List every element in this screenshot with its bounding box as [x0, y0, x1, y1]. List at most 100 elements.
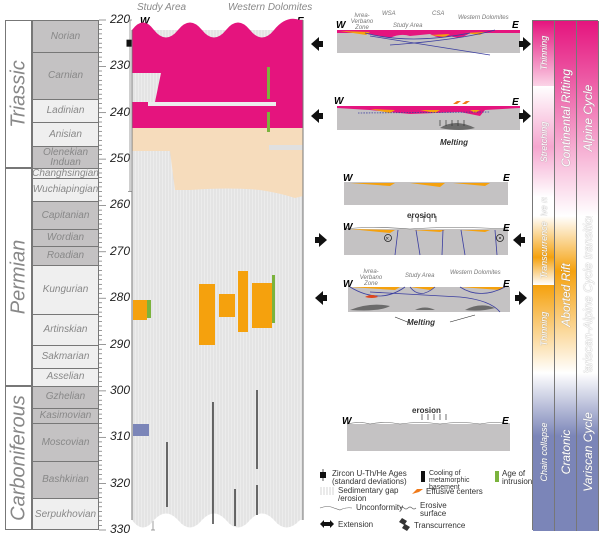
stage-wordian: Wordian	[32, 229, 99, 247]
cross-section-3	[344, 182, 508, 205]
erosive-surface-legend-icon	[399, 506, 417, 510]
intrusion-bar	[267, 112, 270, 132]
zircon-age-0	[126, 19, 134, 192]
phase-thinning: Thinning	[533, 285, 555, 374]
section-2-melting-label: Melting	[440, 138, 468, 147]
age-tick-label: 230	[110, 58, 131, 73]
extension-arrow-left-2	[311, 109, 323, 123]
cross-section-2	[337, 106, 520, 130]
age-tick-label: 250	[110, 151, 131, 166]
gap-wedge	[132, 73, 161, 102]
period-permian: Permian	[5, 168, 32, 386]
age-tick-label: 260	[110, 197, 131, 212]
section-5-w: W	[343, 279, 353, 290]
stage-capitanian: Capitanian	[32, 201, 99, 230]
column-w-label: W	[140, 16, 150, 27]
legend-cooling-label: Cooling of metamorphic basement	[429, 470, 470, 491]
intrusion-bar	[147, 300, 151, 318]
phase-transcurrence: Transcurrence	[533, 215, 555, 286]
cross-section-1	[337, 29, 520, 56]
stress-arrows	[311, 37, 531, 305]
phase-variscan-alpine-cycle-transition: Variscan-Alpine Cycle transition	[577, 215, 599, 374]
age-tick-label: 270	[110, 243, 131, 258]
legend: Zircon U-Th/He Ages (standard deviations…	[318, 466, 536, 542]
phase-cratonic: Cratonic	[555, 373, 577, 531]
gap-legend-icon	[320, 487, 334, 495]
phase-label: Thinning	[538, 36, 549, 71]
age-tick-label: 310	[110, 429, 131, 444]
intrusion-legend-icon	[495, 471, 499, 482]
cross-section-5	[348, 286, 510, 324]
extension-arrow-left-3	[315, 291, 327, 305]
section-1-wsa-label: WSA	[382, 11, 396, 17]
phase-alpine-cycle: Alpine Cycle	[577, 21, 599, 216]
magenta-unit	[132, 18, 303, 128]
age-tick-label: 280	[110, 290, 131, 305]
gap-band-2	[269, 145, 303, 150]
section-3-w: W	[343, 173, 353, 184]
effusive-center-icons	[453, 101, 470, 104]
cross-section-4: ×	[343, 227, 509, 256]
stage-moscovian: Moscovian	[32, 423, 99, 462]
phase-label: Aborted Rift	[558, 262, 573, 327]
geologic-column	[131, 18, 304, 528]
volcanic-unit	[252, 283, 272, 328]
period-carboniferous: Carboniferous	[5, 385, 32, 530]
section-5-study-area-label: Study Area	[405, 273, 435, 279]
stage-sakmarian: Sakmarian	[32, 345, 99, 368]
phase-continental-rifting: Continental Rifting	[555, 21, 577, 216]
section-1-study-area-label: Study Area	[393, 23, 423, 29]
age-ticks	[99, 19, 106, 531]
legend-effusive-label: Effusive centers	[426, 487, 483, 496]
section-6-e: E	[502, 416, 509, 427]
section-5-e: E	[503, 279, 510, 290]
stage-ladinian: Ladinian	[32, 98, 99, 122]
phase-label: Stretching	[538, 121, 549, 162]
cross-sections: ×	[337, 29, 520, 451]
stage-wuchiapingian: Wuchiapingian	[32, 178, 99, 202]
phase-label: Thinning	[538, 312, 549, 347]
period-triassic: Triassic	[5, 20, 32, 169]
volcanic-unit	[238, 271, 248, 332]
section-4-w: W	[343, 222, 353, 233]
extension-arrow-right-1	[519, 37, 531, 51]
phase-label: Chain collapse	[538, 422, 549, 482]
section-5-western-dolomites-label: Western Dolomites	[450, 270, 501, 276]
unconformity-legend-icon	[319, 506, 353, 511]
stage-asselian: Asselian	[32, 367, 99, 386]
column-label-western-dolomites: Western Dolomites	[228, 2, 313, 13]
stage-changhsingian: Changhsingian	[32, 167, 99, 179]
zircon-age-marker	[126, 39, 134, 47]
gap-band	[148, 102, 276, 106]
legend-transcurrence-label: Transcurrence	[414, 521, 466, 530]
extension-legend-icon	[320, 520, 334, 528]
phase-label: Variscan-Alpine Cycle transition	[580, 215, 595, 374]
stage-norian: Norian	[32, 20, 99, 53]
stage-gzhelian: Gzhelian	[32, 385, 99, 409]
legend-erosive-label: Erosive surface	[420, 501, 447, 518]
cross-section-6	[346, 422, 511, 451]
volcanic-unit	[133, 300, 147, 320]
stage-kungurian: Kungurian	[32, 265, 99, 315]
extension-arrow-right-3	[515, 291, 527, 305]
phase-chain-collapse: Chain collapse	[533, 373, 555, 531]
section-4-erosion-label: erosion	[407, 211, 436, 220]
transcurrence-legend-icon	[399, 518, 410, 531]
volcanic-unit	[219, 294, 235, 317]
section-2-e: E	[512, 97, 519, 108]
phase-thinning: Thinning	[533, 21, 555, 86]
peach-unit	[132, 128, 303, 198]
section-5-ivrea-label: Ivrea-Verbano Zone	[359, 269, 383, 287]
age-tick-label: 330	[110, 522, 131, 536]
age-tick-label: 290	[110, 336, 131, 351]
phase-label: Alpine Cycle	[580, 85, 595, 152]
volcanic-unit	[199, 284, 215, 345]
cooling-legend-icon	[421, 471, 425, 482]
section-6-w: W	[342, 416, 352, 427]
effusive-legend-icon	[412, 489, 423, 494]
stage-carnian: Carnian	[32, 52, 99, 99]
erosion-arrows	[411, 120, 465, 420]
intrusion-bar	[272, 275, 275, 323]
section-1-western-dolomites-label: Western Dolomites	[458, 15, 509, 21]
